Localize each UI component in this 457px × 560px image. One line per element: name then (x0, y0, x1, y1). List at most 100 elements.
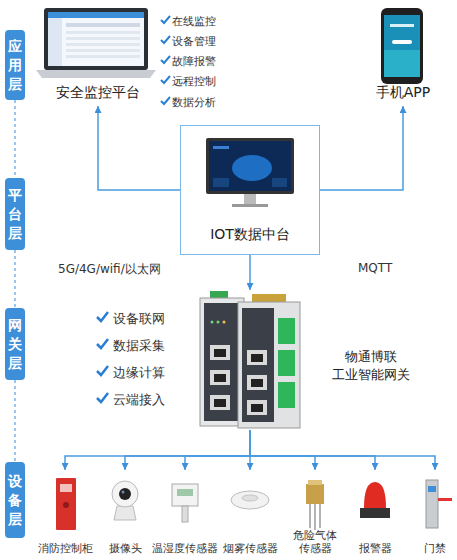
monitor-screen (209, 141, 291, 191)
ethernet-port (251, 379, 263, 387)
gas-sensor-icon (310, 504, 320, 530)
monitor-widget (213, 146, 229, 149)
node-text: 手机APP (376, 84, 430, 102)
laptop-row (66, 43, 140, 46)
text-label: 设备管理 (172, 34, 216, 49)
monitor-bezel (206, 138, 294, 194)
check-mark (97, 339, 108, 348)
laptop-screen (48, 12, 144, 66)
flow-connector (65, 430, 250, 470)
laptop-sidebar (48, 18, 62, 66)
gas-sensor-icon (306, 484, 324, 504)
smoke-icon (242, 495, 258, 501)
node-text: 门禁 (424, 542, 446, 555)
layer-band: 设备层 (5, 462, 25, 538)
device-node: 温湿度传感器 (153, 470, 217, 558)
ethernet-port (247, 350, 267, 365)
text-label: MQTT (358, 261, 392, 275)
device-node: 消防控制柜 (36, 470, 94, 558)
check-mark (161, 56, 170, 63)
gateway-panel (204, 303, 238, 421)
flow-connector (320, 106, 403, 190)
gateway-panel (242, 308, 274, 422)
layer-divider-line (14, 100, 15, 178)
check-mark (97, 393, 108, 402)
layer-divider-line (14, 380, 15, 462)
flow-connector (250, 430, 315, 470)
node-text: IOT数据中台 (210, 226, 290, 244)
camera-icon (112, 481, 138, 507)
text-label: 边缘计算 (113, 364, 165, 382)
text-label: 数据分析 (172, 95, 216, 110)
ethernet-port (247, 400, 267, 415)
node-text: 设备层 (8, 472, 23, 529)
sensor-icon (177, 489, 193, 496)
monitor-map (232, 155, 272, 181)
text-label: 5G/4G/wifi/以太网 (58, 261, 161, 278)
phone-button (392, 40, 412, 44)
node-text: 摄像头 (109, 542, 142, 555)
ethernet-port (214, 349, 226, 357)
check-mark (161, 76, 170, 83)
gateway-body (200, 298, 244, 426)
text-label: 数据采集 (113, 337, 165, 355)
device-node: 门禁 (415, 470, 455, 558)
text-label: 故障报警 (172, 54, 216, 69)
laptop-row (66, 55, 140, 58)
gate-icon (428, 486, 436, 492)
layer-band: 应用层 (5, 30, 25, 100)
gate-icon (438, 498, 452, 501)
monitor-foot (232, 204, 268, 207)
sensor-icon (172, 484, 198, 506)
gateway-body (238, 302, 300, 428)
check-mark (161, 36, 170, 43)
ethernet-port (214, 399, 226, 407)
laptop-row (66, 23, 140, 27)
device-node: 报警器 (350, 470, 400, 558)
gateway-led (223, 321, 226, 324)
node-text: 危险气体 传感器 (291, 529, 339, 555)
device-node: 烟雾传感器 (221, 470, 279, 558)
app-node: 手机APP (368, 2, 438, 106)
check-mark (97, 366, 108, 375)
node-text: 网关层 (8, 316, 23, 373)
gateway-led (217, 321, 220, 324)
camera-icon (122, 491, 125, 494)
flow-connector (249, 430, 251, 470)
node-text: 温湿度传感器 (152, 542, 218, 555)
gateway-terminal (278, 318, 295, 344)
node-text: 安全监控平台 (56, 84, 140, 102)
node-text: 物通博联 工业智能网关 (317, 348, 425, 384)
laptop-bezel (44, 8, 148, 70)
gate-icon (426, 480, 438, 528)
ethernet-port (251, 404, 263, 412)
ethernet-port (210, 345, 230, 360)
phone-text (390, 24, 414, 27)
gateway-led (211, 321, 214, 324)
fire-cabinet-icon (56, 478, 76, 530)
layer-divider-line (14, 250, 15, 308)
laptop-header (48, 12, 144, 18)
gateway-terminal (278, 382, 295, 408)
ethernet-port (214, 374, 226, 382)
check-mark (97, 312, 108, 321)
device-node: 危险气体 传感器 (291, 470, 339, 558)
ethernet-port (247, 375, 267, 390)
fire-cabinet-icon (60, 484, 72, 492)
gateway-node: 物通博联 工业智能网关 (195, 290, 427, 430)
alarm-icon (364, 482, 386, 508)
flow-connector (185, 430, 250, 470)
text-label: 云端接入 (113, 391, 165, 409)
phone-body (381, 8, 423, 84)
text-label: 远程控制 (172, 74, 216, 89)
phone-screen-wave (384, 50, 420, 77)
app-node: 安全监控平台 (38, 2, 158, 106)
camera-icon (114, 506, 136, 520)
monitor-stand (244, 194, 256, 204)
laptop-row (66, 31, 140, 34)
flow-connector (98, 106, 180, 190)
antenna-connectors (252, 294, 286, 302)
node-text: 平台层 (8, 186, 23, 243)
